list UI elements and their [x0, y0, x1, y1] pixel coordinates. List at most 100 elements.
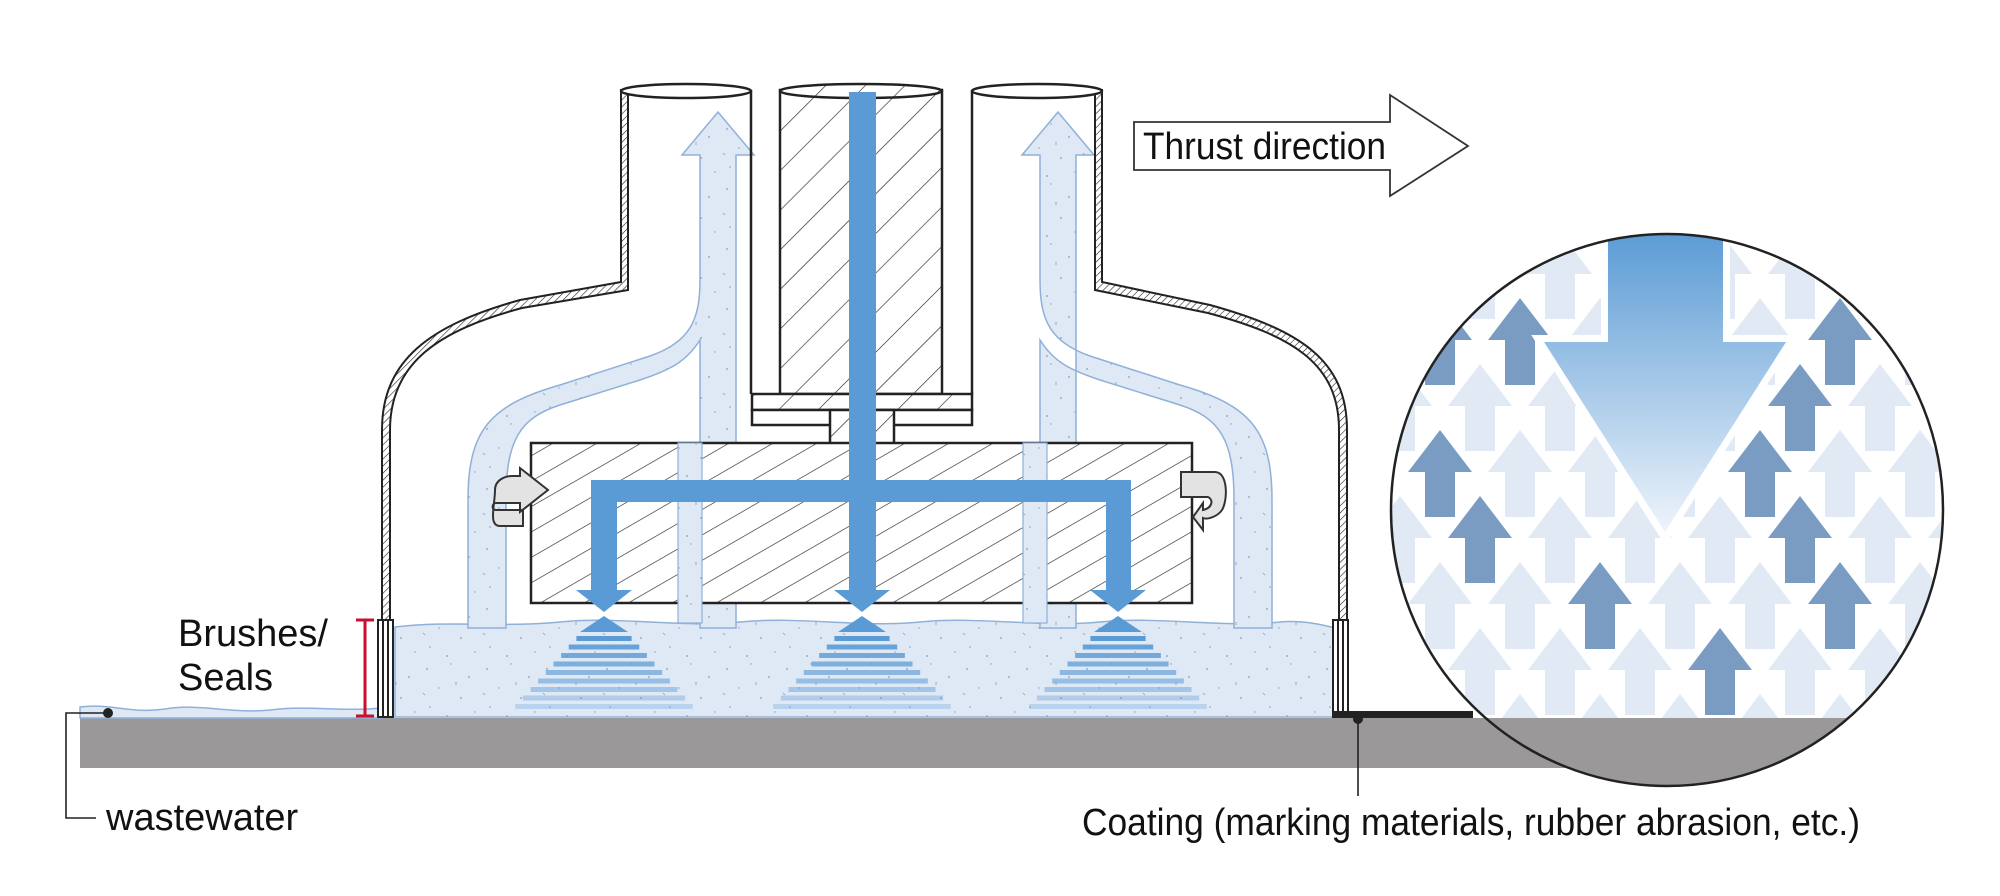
spray-cone-top: [580, 616, 628, 632]
spray-band: [530, 687, 678, 692]
dirt-arrow-dark-icon: [1408, 430, 1472, 517]
dirt-arrow-light-icon: [1391, 496, 1432, 583]
spray-band: [1036, 695, 1200, 701]
wastewater-leader: [65, 708, 113, 819]
spray-band: [1067, 661, 1169, 667]
exhaust-flow-left: [467, 110, 756, 629]
dirt-arrow-light-icon: [1928, 234, 1943, 319]
spray-band: [834, 636, 890, 641]
dirt-arrow-dark-icon: [1808, 562, 1872, 649]
dirt-arrow-light-icon: [1448, 628, 1512, 715]
coating-label: Coating (marking materials, rubber abras…: [1082, 802, 1860, 844]
dirt-arrow-light-icon: [1808, 430, 1872, 517]
dirt-arrow-dark-icon: [1448, 496, 1512, 583]
dirt-arrow-light-icon: [1488, 430, 1552, 517]
rotation-arrow-left-icon: [491, 465, 550, 527]
dirt-arrow-light-icon: [1688, 496, 1752, 583]
jet-arrow-icon: [1090, 590, 1146, 612]
dirt-arrow-light-icon: [1968, 298, 2000, 385]
spray-band: [788, 687, 936, 692]
magnified-detail: [1389, 232, 2000, 788]
nozzle-jet-2: [773, 590, 951, 709]
wastewater-label: wastewater: [105, 797, 299, 839]
exhaust-channel-left: [677, 442, 703, 624]
dirt-arrow-dark-icon: [1568, 562, 1632, 649]
spray-band: [1075, 653, 1161, 658]
spray-band: [826, 644, 898, 650]
spray-band: [796, 678, 928, 684]
dirt-arrow-light-icon: [1648, 562, 1712, 649]
spray-band: [576, 636, 632, 641]
spray-band: [545, 670, 663, 675]
spray-band: [553, 661, 655, 667]
impact-jet-big-arrow-icon: [1531, 234, 1799, 546]
spray-band: [515, 704, 693, 709]
dirt-arrow-dark-icon: [1768, 496, 1832, 583]
dirt-arrow-light-icon: [1848, 628, 1912, 715]
spray-band: [780, 695, 944, 701]
wastewater-pool: [394, 619, 1336, 718]
dirt-arrow-light-icon: [1768, 628, 1832, 715]
spray-band: [568, 644, 640, 650]
coating-layer: [1333, 711, 1473, 718]
thrust-direction-label: Thrust direction: [1143, 126, 1386, 168]
right-pipe-opening: [970, 82, 1104, 100]
spray-band: [773, 704, 951, 709]
spray-cone-top: [838, 616, 886, 632]
dirt-arrow-light-icon: [1848, 496, 1912, 583]
dirt-arrow-light-icon: [1928, 364, 1943, 451]
dirt-arrow-light-icon: [1528, 496, 1592, 583]
rotation-arrow-right-icon: [1180, 471, 1227, 533]
dirt-arrow-dark-icon: [1488, 298, 1552, 385]
brush-seal-right: [1332, 619, 1349, 718]
brushes-label-line1: Brushes/: [178, 613, 328, 655]
spray-band: [522, 695, 686, 701]
jet-arrow-icon: [576, 590, 632, 612]
spray-band: [1082, 644, 1154, 650]
water-supply-channels: [591, 92, 1131, 592]
coating-leader: [1353, 714, 1363, 796]
spray-band: [561, 653, 647, 658]
dirt-arrow-light-icon: [1968, 562, 2000, 649]
brush-seal-left: [377, 619, 394, 718]
dirt-arrow-light-icon: [1488, 562, 1552, 649]
dirt-arrow-dark-icon: [1808, 298, 1872, 385]
thrust-direction-arrow-icon: [1133, 93, 1470, 198]
left-pipe-opening: [619, 82, 753, 100]
dirt-arrow-light-icon: [1968, 694, 2000, 781]
nozzle-jets: [515, 590, 1207, 709]
dirt-arrow-light-icon: [1391, 628, 1432, 715]
spray-band: [1044, 687, 1192, 692]
dirt-arrow-light-icon: [1608, 628, 1672, 715]
dirt-arrow-light-icon: [1928, 628, 1943, 715]
nozzle-jet-1: [515, 590, 693, 709]
dirt-arrow-light-icon: [1391, 298, 1392, 385]
dirt-arrow-light-icon: [1408, 562, 1472, 649]
dirt-arrow-dark-icon: [1688, 628, 1752, 715]
dirt-arrow-light-icon: [1728, 562, 1792, 649]
dirt-arrow-light-icon: [1391, 430, 1392, 517]
dirt-arrow-dark-icon: [1768, 364, 1832, 451]
dirt-arrow-light-icon: [1848, 364, 1912, 451]
spray-band: [1059, 670, 1177, 675]
spray-band: [1029, 704, 1207, 709]
dirt-arrow-light-icon: [1848, 234, 1912, 319]
ground-surface: [80, 718, 1680, 768]
spray-band: [1052, 678, 1184, 684]
exhaust-channel-right: [1022, 442, 1048, 624]
spray-band: [803, 670, 921, 675]
spray-cone-top: [1094, 616, 1142, 632]
seal-height-marker: [356, 618, 374, 718]
nozzle-jet-3: [1029, 590, 1207, 709]
dirt-arrow-light-icon: [1528, 628, 1592, 715]
spray-band: [1090, 636, 1146, 641]
dirt-arrow-dark-icon: [1728, 430, 1792, 517]
dirt-arrow-light-icon: [1968, 430, 2000, 517]
spray-band: [819, 653, 905, 658]
brushes-label-line2: Seals: [178, 657, 273, 699]
dirt-arrow-light-icon: [1448, 364, 1512, 451]
wastewater-film: [79, 705, 383, 719]
dirt-arrow-light-icon: [1391, 234, 1432, 319]
spray-band: [811, 661, 913, 667]
